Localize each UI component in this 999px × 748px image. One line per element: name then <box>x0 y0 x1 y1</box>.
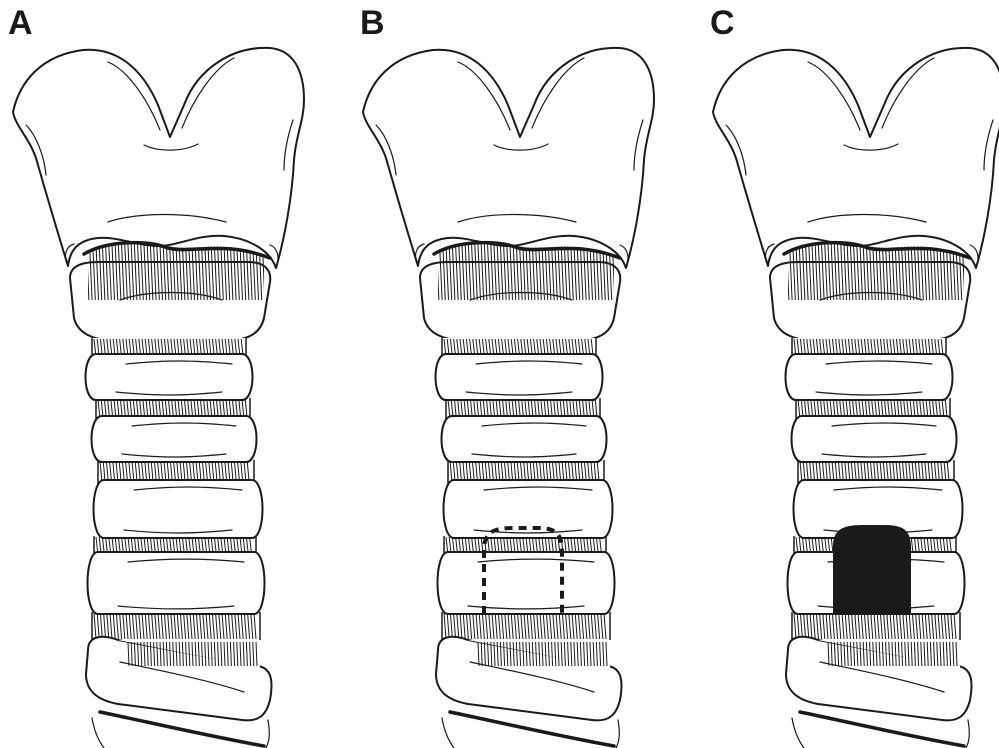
tracheostomy-flap-filled <box>834 526 910 614</box>
trachea-drawing-c <box>713 48 999 748</box>
thyroid-cartilage <box>13 48 304 268</box>
intercartilaginous-space <box>442 612 610 640</box>
trachea-drawing-a <box>13 48 304 748</box>
intercartilaginous-space <box>792 612 960 640</box>
tracheal-ring <box>444 480 613 538</box>
thyroid-cartilage <box>363 48 654 268</box>
thyroid-cartilage <box>713 48 999 268</box>
tracheal-ring <box>94 480 263 538</box>
intercartilaginous-space <box>92 612 260 640</box>
trachea-drawing-b <box>363 48 654 748</box>
